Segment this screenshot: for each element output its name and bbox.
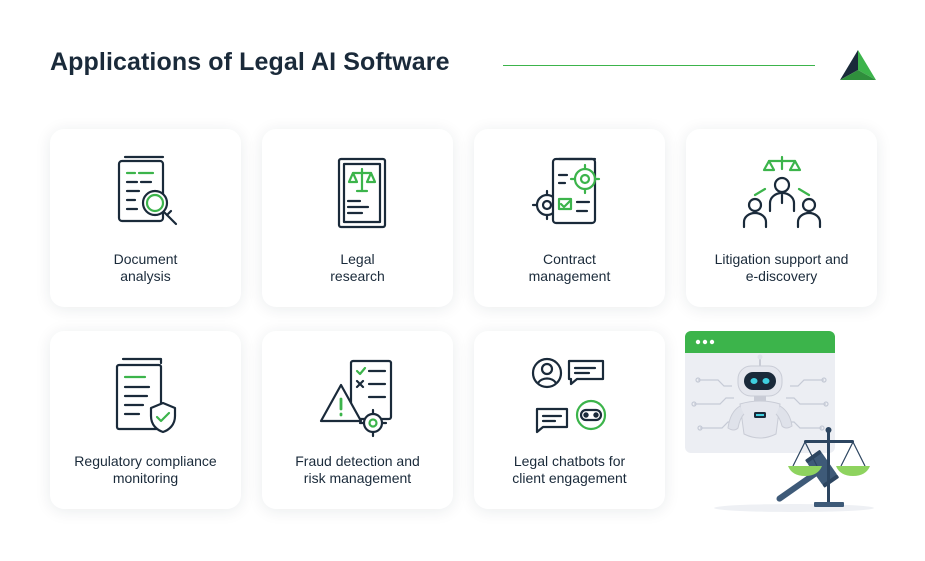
page-title: Applications of Legal AI Software	[50, 48, 450, 76]
people-scales-icon	[742, 155, 821, 229]
card-label: Fraud detection and risk management	[295, 453, 420, 486]
card-label: Regulatory compliance monitoring	[74, 453, 217, 486]
chat-robot-icon	[531, 357, 606, 434]
card-legal-chatbots: Legal chatbots for client engagement	[474, 331, 665, 509]
card-contract-management: Contract management	[474, 129, 665, 307]
card-document-analysis: Document analysis	[50, 129, 241, 307]
robot-judge-illustration	[685, 331, 874, 512]
card-label: Contract management	[528, 251, 611, 284]
card-label: Legal research	[330, 251, 385, 284]
card-litigation-support: Litigation support and e-discovery	[686, 129, 877, 307]
legal-document-scales-icon	[337, 157, 386, 229]
title-divider	[503, 65, 815, 66]
document-search-icon	[117, 155, 177, 226]
card-fraud-detection: Fraud detection and risk management	[262, 331, 453, 509]
card-label: Legal chatbots for client engagement	[512, 453, 627, 486]
card-label: Litigation support and e-discovery	[714, 251, 849, 284]
company-logo-icon	[840, 50, 876, 80]
card-label: Document analysis	[113, 251, 178, 284]
contract-gear-icon	[531, 157, 600, 225]
warning-checklist-gear-icon	[319, 359, 392, 438]
document-shield-icon	[115, 357, 176, 434]
card-regulatory-compliance: Regulatory compliance monitoring	[50, 331, 241, 509]
card-legal-research: Legal research	[262, 129, 453, 307]
